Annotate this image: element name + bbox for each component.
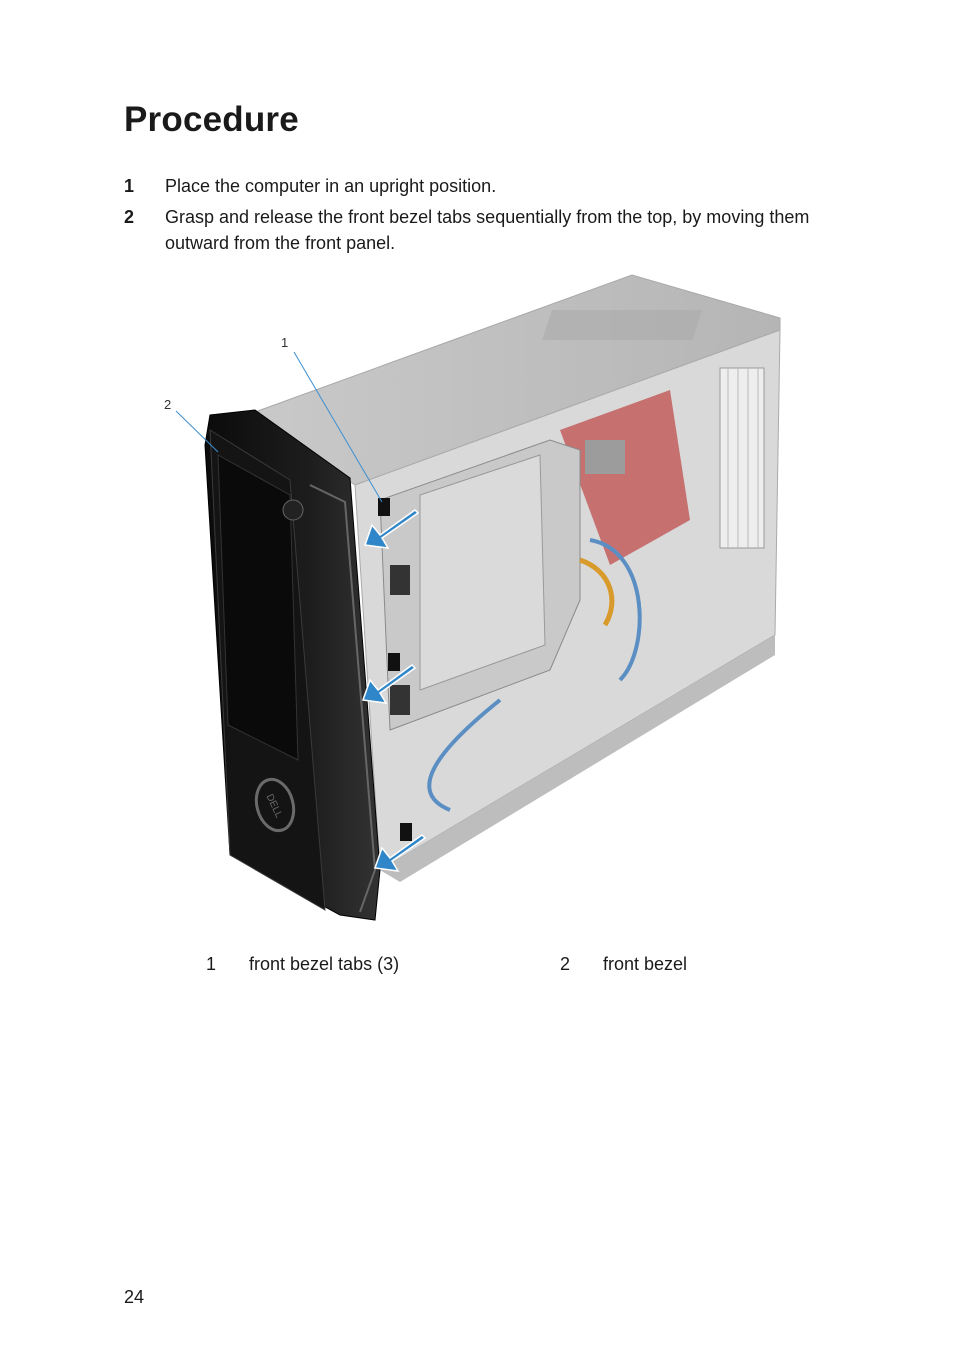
vent-grille <box>542 310 703 340</box>
legend-label: front bezel <box>603 954 688 974</box>
figure-computer-bezel: DELL 1 2 <box>150 270 790 935</box>
step-number: 1 <box>124 176 135 196</box>
cage-slot <box>390 565 410 595</box>
bezel-tab-top <box>378 498 390 516</box>
figure-legend: 1 front bezel tabs (3) 2 front bezel <box>206 951 766 977</box>
procedure-steps: 1 Place the computer in an upright posit… <box>124 173 824 261</box>
step-text: Grasp and release the front bezel tabs s… <box>165 207 810 253</box>
arrow-icon <box>363 509 420 549</box>
legend-label: front bezel tabs (3) <box>249 954 400 974</box>
heatsink <box>585 440 625 474</box>
legend-number: 2 <box>560 954 571 974</box>
legend-number: 1 <box>206 954 217 974</box>
step-number: 2 <box>124 207 135 227</box>
step-item: 1 Place the computer in an upright posit… <box>124 173 824 199</box>
arrow-icon <box>373 834 427 872</box>
callout-leader-1 <box>293 351 383 503</box>
bezel-edge-highlight <box>309 484 377 913</box>
sata-cable <box>427 698 502 812</box>
cage-slot <box>390 685 410 715</box>
drive-bay-panel <box>217 454 299 761</box>
bezel-tab-bottom <box>400 823 412 841</box>
page-number: 24 <box>124 1287 145 1307</box>
legend-item: 1 front bezel tabs (3) <box>206 951 560 977</box>
power-button <box>282 499 304 521</box>
rear-grille <box>719 367 765 549</box>
bezel-tab-middle <box>388 653 400 671</box>
step-item: 2 Grasp and release the front bezel tabs… <box>124 204 824 256</box>
motherboard <box>560 390 690 565</box>
legend-item: 2 front bezel <box>560 951 687 977</box>
callout-label-2: 2 <box>164 397 171 412</box>
callout-leader-2 <box>175 410 219 453</box>
drive-cage-panel <box>419 454 546 691</box>
arrow-icon <box>361 664 417 704</box>
dell-logo <box>254 777 296 833</box>
page-title: Procedure <box>124 100 299 139</box>
callout-label-1: 1 <box>281 335 288 350</box>
step-text: Place the computer in an upright positio… <box>165 176 497 196</box>
sata-cable <box>589 538 642 682</box>
computer-illustration: DELL 1 2 <box>164 274 781 921</box>
power-cable <box>579 557 615 627</box>
chassis-floor <box>380 635 775 882</box>
